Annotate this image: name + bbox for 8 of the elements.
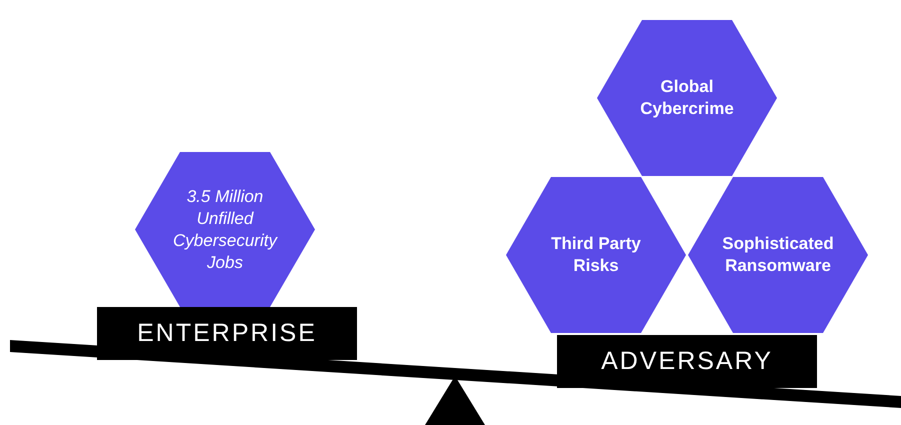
plate-label: ENTERPRISE — [137, 318, 317, 349]
hexagon-label: Global Cybercrime — [639, 76, 735, 120]
label-plate — [97, 307, 357, 360]
hexagon-label: 3.5 Million Unfilled Cybersecurity Jobs — [172, 186, 279, 274]
label-plate — [557, 335, 817, 388]
plate-label: ADVERSARY — [601, 346, 773, 377]
hexagon-label: Third Party Risks — [550, 233, 642, 277]
hexagon-label: Sophisticated Ransomware — [722, 233, 834, 277]
